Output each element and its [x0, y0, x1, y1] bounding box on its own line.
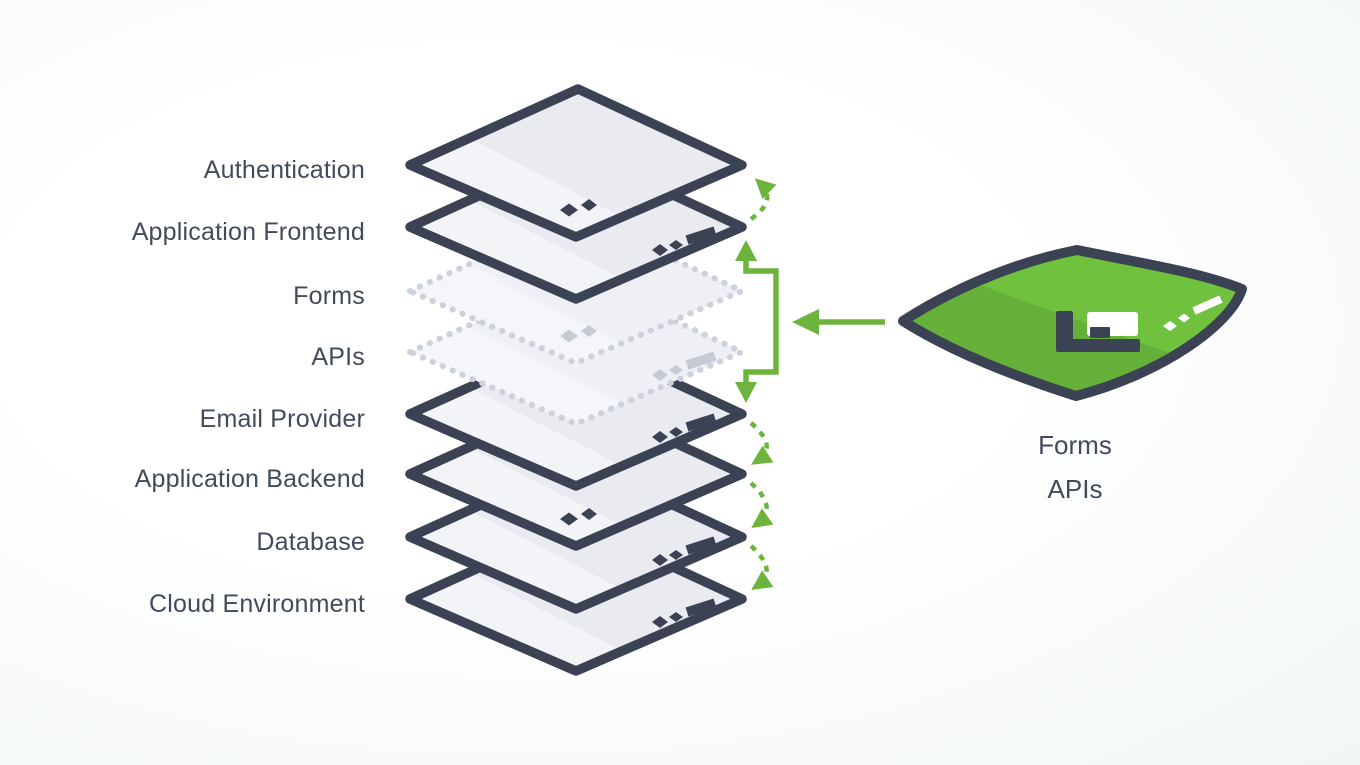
card-label-apis: APIs [1047, 474, 1103, 504]
stack-label-forms: Forms [293, 282, 365, 310]
sync-arrow-down-icon-3 [749, 544, 774, 590]
sync-arrow-down-icon-2 [749, 481, 774, 529]
stack-label-apis: APIs [311, 343, 365, 371]
stack-label-application-backend: Application Backend [134, 465, 365, 493]
stack-label-cloud-environment: Cloud Environment [148, 590, 365, 618]
layer-stack [405, 84, 747, 676]
sync-arrow-down-icon-1 [749, 421, 774, 465]
stack-label-authentication: Authentication [203, 156, 365, 184]
forms-card-outline [898, 245, 1247, 401]
forms-card [898, 245, 1247, 401]
forms-card-shade-band [903, 286, 1178, 396]
card-corner-marks-icon [1163, 295, 1223, 331]
stack-label-application-frontend: Application Frontend [131, 218, 365, 246]
bracket-arrow [735, 240, 779, 403]
inbound-arrow-icon [792, 309, 885, 335]
stack-label-database: Database [256, 528, 365, 556]
stack-layer-authentication [405, 84, 747, 242]
card-label-forms: Forms [1038, 430, 1112, 460]
sync-arrow-up-icon [749, 178, 777, 221]
flow-arrows [735, 178, 885, 590]
window-layout-logo-icon [1056, 311, 1140, 352]
stack-label-email-provider: Email Provider [199, 405, 365, 433]
stack-layer-database [405, 456, 747, 614]
